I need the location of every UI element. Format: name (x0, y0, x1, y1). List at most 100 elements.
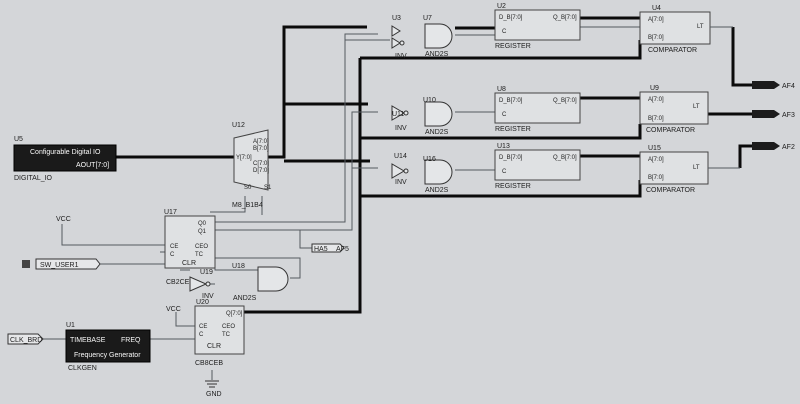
u7-inverter (391, 37, 401, 49)
u13-register-label: REGISTER (495, 183, 531, 190)
u4-refdes: U4 (652, 5, 661, 12)
row-3-logic: U14 INV U16 AND2S U13 D_B[7:0] Q_B[7:0] … (391, 142, 795, 194)
u18-refdes: U18 (232, 263, 245, 270)
u11-inv-label: INV (395, 125, 407, 132)
u9-b: B[7:0] (648, 116, 664, 122)
cb8ceb-name: CB8CEB (195, 360, 223, 367)
u11-bubble (403, 110, 409, 116)
af2-label: AF2 (782, 144, 795, 151)
u2-qb: Q_B[7:0] (553, 15, 577, 21)
mux-in-c: C[7:0] (253, 161, 269, 167)
u2-c: C (502, 29, 507, 35)
row3-and2s-label: AND2S (425, 187, 449, 194)
mux-in-a: A[7:0] (253, 139, 269, 145)
cb2ce-name: CB2CE (166, 279, 190, 286)
u13-qb: Q_B[7:0] (553, 155, 577, 161)
cb8ceb-q: Q[7:0] (226, 311, 243, 317)
row-2-logic: U11 INV U10 AND2S U8 D_B[7:0] Q_B[7:0] C… (391, 85, 795, 136)
u20-refdes: U20 (196, 299, 209, 306)
af5-label: AF5 (336, 246, 349, 253)
clk-brd-label: CLK_BRD (10, 337, 42, 344)
u9-a: A[7:0] (648, 97, 664, 103)
mux-u12: U12 A[7:0] B[7:0] C[7:0] D[7:0] Y[7:0] S… (232, 122, 272, 209)
u14-inverter (391, 163, 405, 179)
u18-and2s-label: AND2S (233, 295, 257, 302)
u15-b: B[7:0] (648, 175, 664, 181)
u2-refdes: U2 (497, 3, 506, 10)
aout-pin: AOUT[7:0] (76, 162, 109, 169)
row-1-logic: U3 INV U7 AND2S U2 D_B[7:0] Q_B[7:0] C R… (391, 3, 795, 90)
u4-b: B[7:0] (648, 35, 664, 41)
clkgen-name: CLKGEN (68, 365, 97, 372)
mux-name: M8_B1B4 (232, 202, 263, 209)
u7-bubble (399, 40, 405, 46)
u13-db: D_B[7:0] (499, 155, 523, 161)
u8-db: D_B[7:0] (499, 98, 523, 104)
mux-s0: S0 (244, 185, 252, 191)
af3-label: AF3 (782, 112, 795, 119)
bus-wires (116, 16, 752, 314)
mux-in-b: B[7:0] (253, 146, 269, 152)
digital-io-block: Configurable Digital IO AOUT[7:0] U5 DIG… (13, 136, 117, 182)
row1-and-gate (424, 23, 453, 49)
row3-and-gate (424, 159, 453, 185)
sw-user1-port (35, 258, 101, 270)
cb2ce-q0: Q0 (198, 221, 207, 227)
cb2ce-ce: CE (170, 244, 178, 250)
af2-port (752, 142, 780, 150)
cb8ceb-ceo: CEO (222, 324, 235, 330)
gnd-label: GND (206, 391, 222, 398)
u15-comparator-label: COMPARATOR (646, 187, 695, 194)
signal-wires (36, 26, 640, 380)
frequency-generator-label: Frequency Generator (74, 352, 141, 359)
comparator-u15 (639, 151, 709, 185)
clkgen-block: TIMEBASE FREQ Frequency Generator U1 CLK… (7, 322, 151, 372)
register-u8 (494, 92, 581, 124)
u13-c: C (502, 169, 507, 175)
cb8ceb-tc: TC (222, 332, 231, 338)
mux-out: Y[7:0] (236, 155, 252, 161)
cb2ce-tc: TC (195, 252, 204, 258)
timebase-pin: TIMEBASE (70, 337, 106, 344)
cb8ceb-c: C (199, 332, 204, 338)
clk-brd-port (7, 333, 44, 345)
sw-user1-marker (22, 260, 30, 268)
mux-in-d: D[7:0] (253, 168, 269, 174)
mux-s1: S1 (264, 185, 272, 191)
u19-refdes: U19 (200, 269, 213, 276)
af4-port (752, 81, 780, 89)
reset-logic: U19 INV U18 AND2S (189, 263, 289, 302)
register-u13 (494, 149, 581, 181)
u8-register-label: REGISTER (495, 126, 531, 133)
counter-u20: U20 Q[7:0] CE C CEO TC CLR CB8CEB VCC GN… (166, 299, 245, 398)
af3-port (752, 110, 780, 118)
register-u2 (494, 9, 581, 41)
ha5-net: HA5 AF5 (311, 243, 349, 253)
u14-bubble (403, 168, 409, 174)
cb2ce-ceo: CEO (195, 244, 208, 250)
u10-refdes: U10 (423, 97, 436, 104)
counter-u17: U17 Q0 Q1 CE C CEO TC CLR CB2CE VCC SW_U… (22, 209, 216, 286)
u15-refdes: U15 (648, 145, 661, 152)
comparator-u9 (639, 91, 709, 125)
u2-db: D_B[7:0] (499, 15, 523, 21)
configurable-io-label: Configurable Digital IO (30, 149, 101, 156)
u5-refdes: U5 (14, 136, 23, 143)
mux-body (233, 129, 269, 191)
cb2ce-q1: Q1 (198, 229, 207, 235)
u8-c: C (502, 112, 507, 118)
cb2ce-clr: CLR (182, 260, 196, 267)
cb8ceb-ce: CE (199, 324, 207, 330)
u12-refdes: U12 (232, 122, 245, 129)
ha5-port (311, 243, 345, 253)
u4-lt: LT (697, 24, 704, 30)
row2-and-gate (424, 101, 453, 127)
u13-refdes: U13 (497, 143, 510, 150)
cb2ce-box (164, 215, 216, 269)
u15-a: A[7:0] (648, 157, 664, 163)
u19-inverter (189, 276, 208, 292)
u11-inverter (391, 105, 405, 121)
u15-lt: LT (693, 165, 700, 171)
u11-refdes: U11 (392, 111, 404, 118)
